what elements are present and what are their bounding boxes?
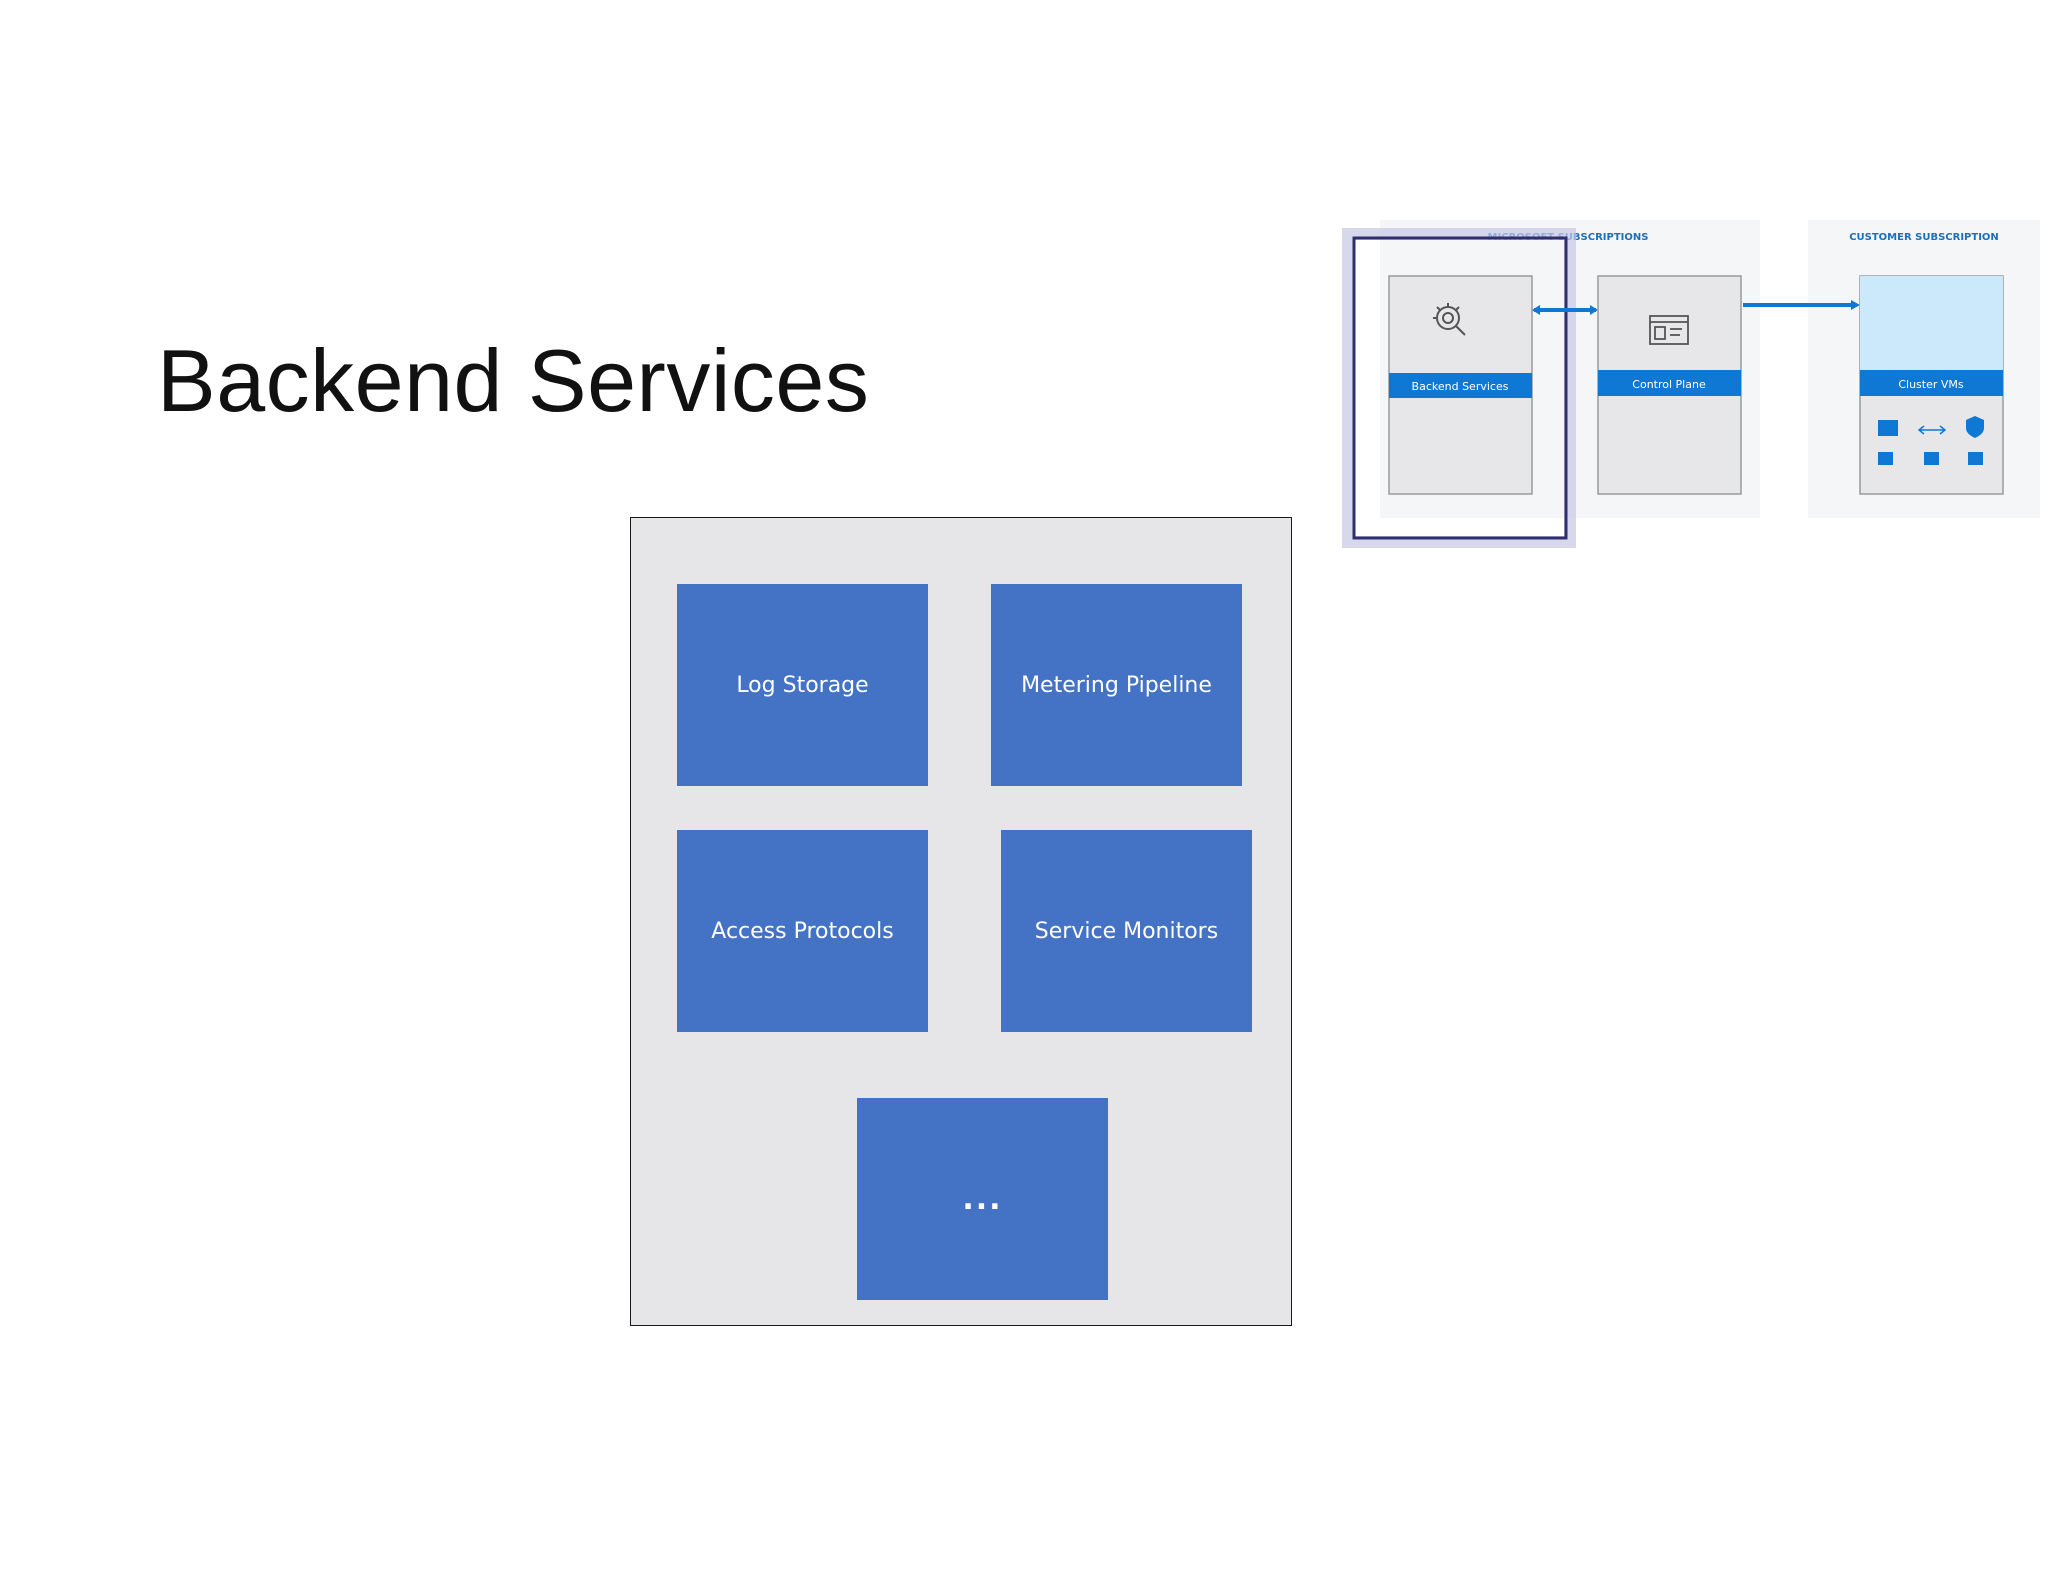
microsoft-subscriptions-region (1380, 220, 1760, 518)
dashboard-icon (1649, 315, 1689, 345)
gear-search-icon (1433, 303, 1466, 336)
service-monitors-label: Service Monitors (1034, 918, 1219, 944)
thumb-control-plane-label: Control Plane (1632, 378, 1706, 391)
architecture-thumbnail: MICROSOFT SUBSCRIPTIONS CUSTOMER SUBSCRI… (0, 0, 2048, 600)
log-storage-label: Log Storage (736, 672, 869, 698)
thumb-backend-label: Backend Services (1412, 380, 1509, 393)
backend-services-container: Log Storage Metering Pipeline Access Pro… (630, 517, 1292, 1326)
thumb-backend-card (1388, 275, 1533, 495)
microsoft-subscriptions-text: MICROSOFT SUBSCRIPTIONS (1488, 232, 1649, 243)
page-title: Backend Services (157, 331, 870, 430)
network-icon (1917, 425, 1947, 435)
thumb-cluster-label: Cluster VMs (1898, 378, 1964, 391)
service-monitors-box: Service Monitors (1001, 830, 1252, 1032)
log-storage-box: Log Storage (677, 584, 928, 786)
thumb-cluster-card (1859, 275, 2004, 495)
metering-pipeline-label: Metering Pipeline (1021, 672, 1212, 698)
thumb-control-plane-card (1597, 275, 1742, 495)
more-services-box: ... (857, 1098, 1108, 1300)
customer-subscription-text: CUSTOMER SUBSCRIPTION (1849, 232, 1999, 243)
more-services-label: ... (962, 1181, 1003, 1217)
access-protocols-box: Access Protocols (677, 830, 928, 1032)
highlight-frame (1352, 236, 1568, 540)
access-protocols-label: Access Protocols (711, 918, 894, 944)
cluster-icons (1878, 416, 1984, 465)
metering-pipeline-box: Metering Pipeline (991, 584, 1242, 786)
customer-subscription-region (1808, 220, 2040, 518)
